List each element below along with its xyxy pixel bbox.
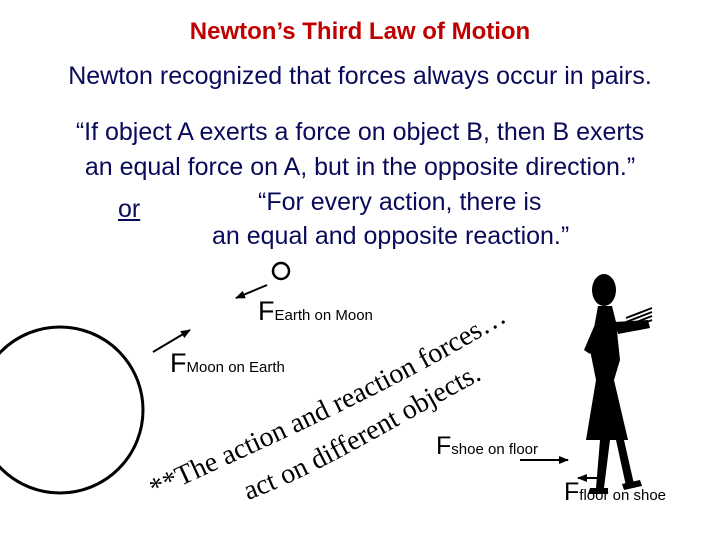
quote-line-4: an equal and opposite reaction.” — [212, 222, 570, 250]
or-label: or — [118, 195, 141, 223]
intro-text: Newton recognized that forces always occ… — [68, 62, 652, 90]
quote-line-1: “If object A exerts a force on object B,… — [75, 118, 645, 146]
curved-text-upper: **The action and reaction forces… — [145, 300, 512, 504]
force-label-shoe-on-floor: Fshoe on floor — [436, 432, 538, 461]
walking-woman-icon — [584, 274, 653, 494]
force-symbol: F — [436, 432, 452, 460]
quote-line-3: “For every action, there is — [258, 188, 542, 216]
force-subscript: Earth on Moon — [274, 307, 373, 324]
earth-icon — [0, 325, 145, 495]
force-label-earth-on-moon: FEarth on Moon — [258, 296, 373, 327]
force-symbol: F — [564, 478, 580, 506]
arrow-moon-on-earth — [152, 329, 191, 353]
arrow-earth-on-moon — [235, 284, 268, 299]
force-symbol: F — [258, 296, 275, 326]
force-symbol: F — [170, 348, 187, 378]
quote-line-2: an equal force on A, but in the opposite… — [84, 153, 636, 181]
force-label-moon-on-earth: FMoon on Earth — [170, 348, 285, 379]
moon-icon — [271, 261, 291, 281]
force-subscript: shoe on floor — [451, 441, 539, 458]
curved-text-upper-path: **The action and reaction forces… — [145, 300, 512, 504]
force-subscript: Moon on Earth — [186, 359, 285, 376]
slide-title: Newton’s Third Law of Motion — [189, 18, 531, 45]
